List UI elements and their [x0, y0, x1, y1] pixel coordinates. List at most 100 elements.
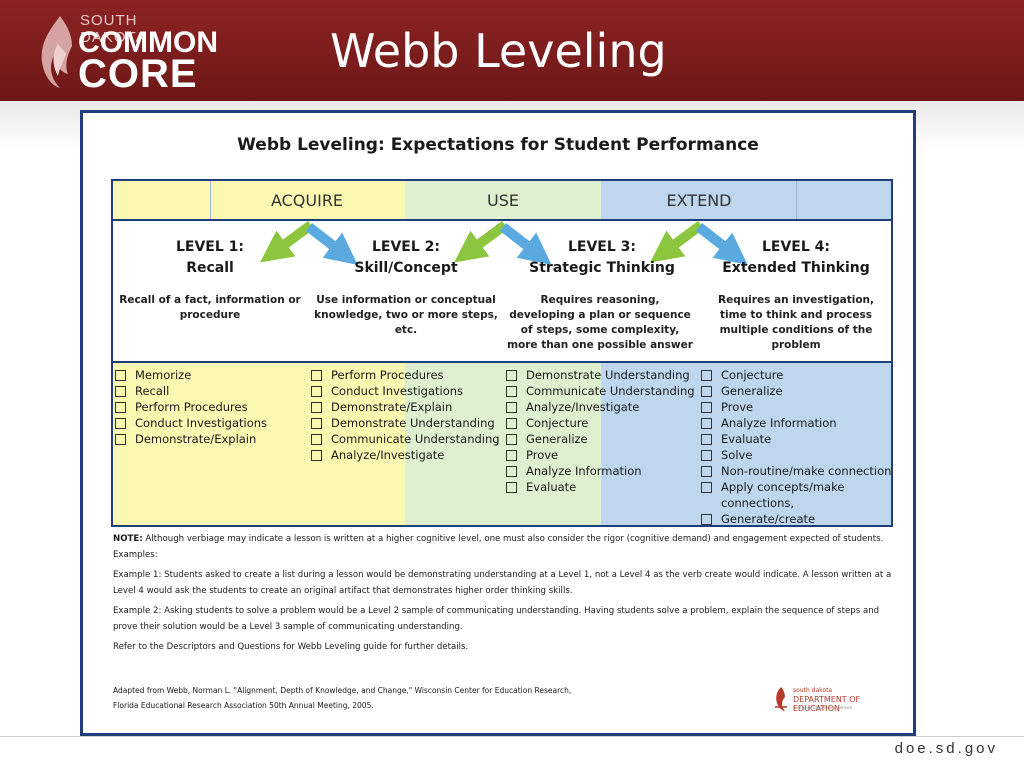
- note-paragraph: NOTE: Although verbiage may indicate a l…: [113, 531, 893, 563]
- checklist-label: Prove: [721, 400, 754, 414]
- document-title: Webb Leveling: Expectations for Student …: [237, 135, 759, 155]
- citation-line: Adapted from Webb, Norman L. "Alignment,…: [113, 686, 572, 695]
- doe-state-text: south dakota: [793, 687, 833, 694]
- checkbox[interactable]: [311, 370, 322, 381]
- example-2: Example 2: Asking students to solve a pr…: [113, 606, 880, 632]
- checkbox[interactable]: [311, 418, 322, 429]
- checklist-item: Demonstrate Understanding: [311, 415, 500, 431]
- checklist-item: Generate/create: [701, 511, 891, 526]
- band-label-acquire: ACQUIRE: [270, 191, 344, 210]
- checklist-label: Analyze Information: [721, 416, 837, 430]
- doe-department-text: DEPARTMENT OF EDUCATION: [793, 695, 861, 713]
- column-divider: [796, 181, 797, 219]
- level-2-checklist: Perform Procedures Conduct Investigation…: [311, 367, 500, 463]
- back-arrow-icon: [454, 221, 508, 263]
- checklist-item: Generalize: [701, 383, 891, 399]
- level-1-heading: LEVEL 1: Recall: [115, 237, 305, 279]
- checkbox[interactable]: [506, 466, 517, 477]
- slide-title: Webb Leveling: [330, 24, 667, 78]
- checkbox[interactable]: [506, 386, 517, 397]
- back-arrow-icon: [260, 221, 314, 263]
- checkbox[interactable]: [701, 450, 712, 461]
- checklist-label: Generate/create: [721, 512, 816, 526]
- checklist-label: Conduct Investigations: [331, 384, 464, 398]
- checkbox[interactable]: [311, 402, 322, 413]
- notes-section: NOTE: Although verbiage may indicate a l…: [113, 531, 893, 659]
- checklist-label: Evaluate: [526, 480, 577, 494]
- arrow-pair-1-2: [260, 221, 358, 265]
- checklist-item: Conjecture: [506, 415, 695, 431]
- checkbox[interactable]: [506, 434, 517, 445]
- level-3-heading: LEVEL 3: Strategic Thinking: [507, 237, 697, 279]
- checklist-label: Demonstrate Understanding: [526, 368, 690, 382]
- checkbox[interactable]: [701, 466, 712, 477]
- level-subtitle: Recall: [186, 260, 234, 276]
- checkbox[interactable]: [115, 434, 126, 445]
- forward-arrow-icon: [305, 223, 358, 265]
- checkbox[interactable]: [115, 386, 126, 397]
- checklist-label: Analyze Information: [526, 464, 642, 478]
- level-3-checklist: Demonstrate Understanding Communicate Un…: [506, 367, 695, 495]
- checklist-label: Generalize: [721, 384, 783, 398]
- doe-tagline: Learning. Leadership. Service.: [793, 705, 854, 710]
- level-subtitle: Extended Thinking: [722, 260, 870, 276]
- checklist-item: Evaluate: [506, 479, 695, 495]
- checklist-item: Analyze Information: [701, 415, 891, 431]
- level-subtitle: Strategic Thinking: [529, 260, 675, 276]
- level-title: LEVEL 2:: [371, 239, 441, 255]
- checklist-item: Analyze/Investigate: [506, 399, 695, 415]
- level-1-description: Recall of a fact, information or procedu…: [119, 294, 301, 321]
- checkbox[interactable]: [115, 370, 126, 381]
- checklist-divider: [113, 361, 891, 363]
- level-3-description: Requires reasoning, developing a plan or…: [507, 294, 693, 351]
- checkbox[interactable]: [506, 418, 517, 429]
- checklist-item: Communicate Understanding: [311, 431, 500, 447]
- checklist-item: Demonstrate Understanding: [506, 367, 695, 383]
- checklist-label: Apply concepts/make connections,: [721, 480, 845, 510]
- checklist-label: Perform Procedures: [331, 368, 444, 382]
- checklist-item: Prove: [701, 399, 891, 415]
- sd-common-core-logo: SOUTH DAKOTA COMMON CORE: [38, 12, 218, 96]
- checkbox[interactable]: [506, 402, 517, 413]
- checkbox[interactable]: [506, 482, 517, 493]
- footer-divider: [0, 736, 1024, 737]
- checkbox[interactable]: [311, 450, 322, 461]
- footer-url[interactable]: doe.sd.gov: [894, 740, 998, 757]
- checkbox[interactable]: [701, 386, 712, 397]
- checklist-label: Conjecture: [526, 416, 589, 430]
- checkbox[interactable]: [701, 418, 712, 429]
- checklist-item: Conduct Investigations: [115, 415, 267, 431]
- checklist-item: Evaluate: [701, 431, 891, 447]
- checkbox[interactable]: [115, 418, 126, 429]
- level-4-checklist: Conjecture Generalize Prove Analyze Info…: [701, 367, 893, 526]
- checklist-label: Analyze/Investigate: [526, 400, 640, 414]
- levels-description-area: [113, 221, 891, 361]
- logo-core-text: CORE: [78, 52, 198, 96]
- webb-levels-table: ACQUIRE USE EXTEND: [111, 179, 893, 527]
- checkbox[interactable]: [311, 386, 322, 397]
- checklist-item: Communicate Understanding: [506, 383, 695, 399]
- level-title: LEVEL 3:: [567, 239, 637, 255]
- checkbox[interactable]: [701, 434, 712, 445]
- note-label: NOTE:: [113, 534, 143, 544]
- checklist-label: Solve: [721, 448, 753, 462]
- forward-arrow-icon: [695, 223, 748, 265]
- level-title: LEVEL 4:: [761, 239, 831, 255]
- checkbox[interactable]: [701, 370, 712, 381]
- checkbox[interactable]: [701, 514, 712, 525]
- checkbox[interactable]: [506, 370, 517, 381]
- checklist-label: Generalize: [526, 432, 588, 446]
- doe-logo: south dakota DEPARTMENT OF EDUCATION Lea…: [771, 685, 901, 715]
- checkbox[interactable]: [701, 482, 712, 493]
- arrow-pair-2-3: [454, 221, 552, 265]
- checkbox[interactable]: [311, 434, 322, 445]
- checklist-label: Memorize: [135, 368, 192, 382]
- arrow-pair-3-4: [650, 221, 748, 265]
- checklist-label: Non-routine/make connections: [721, 464, 893, 478]
- example-1: Example 1: Students asked to create a li…: [113, 570, 892, 596]
- checkbox[interactable]: [506, 450, 517, 461]
- document-frame: Webb Leveling: Expectations for Student …: [80, 110, 916, 736]
- checkbox[interactable]: [115, 402, 126, 413]
- checkbox[interactable]: [701, 402, 712, 413]
- checklist-item: Recall: [115, 383, 267, 399]
